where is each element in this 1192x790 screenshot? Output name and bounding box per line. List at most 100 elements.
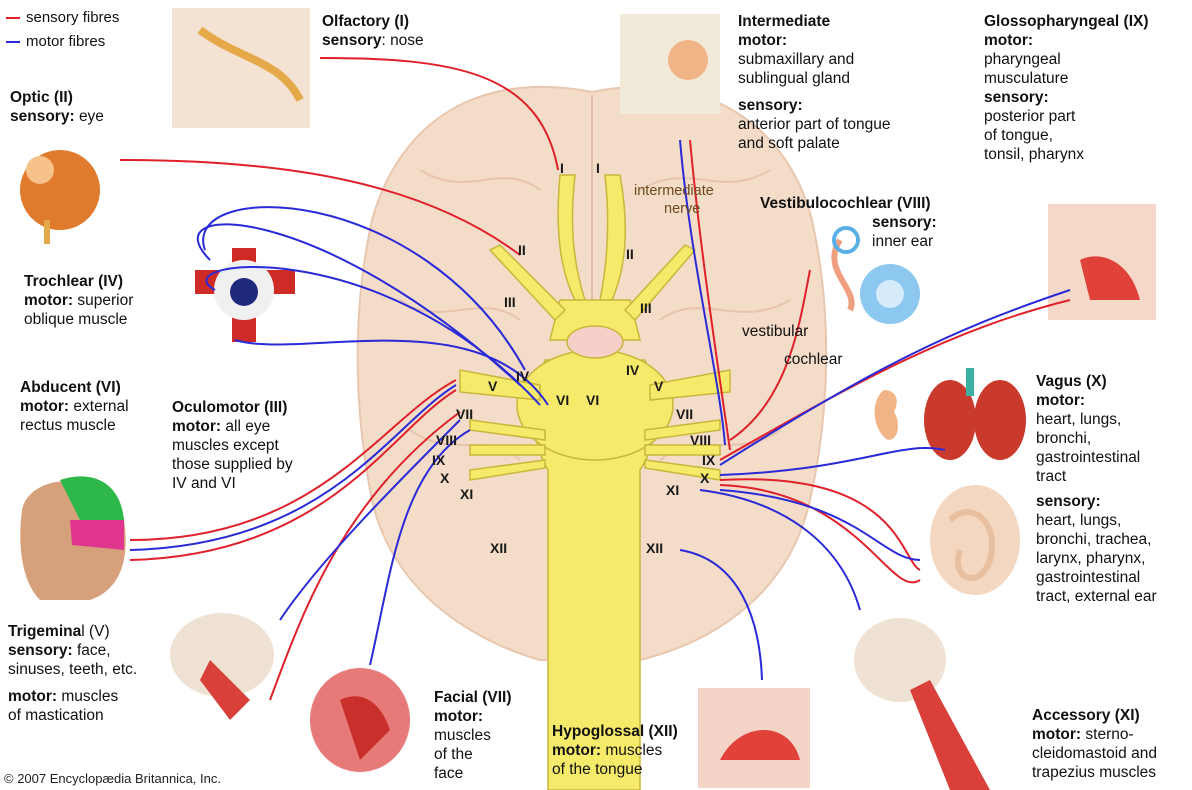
glossopharyngeal-sensory-desc3: tonsil, pharynx [984,146,1084,163]
numeral-I-right: I [596,160,600,176]
hypoglossal-title: Hypoglossal (XII) [552,723,678,740]
trigeminal-sensory-desc1: face, [77,642,111,659]
trochlear-label: Trochlear (IV) motor: superior oblique m… [24,272,133,329]
oculomotor-kind: motor: [172,418,221,435]
abducent-label: Abducent (VI) motor: external rectus mus… [20,378,129,435]
accessory-desc2: cleidomastoid and [1032,745,1157,762]
facial-label: Facial (VII) motor: muscles of the face [434,688,512,783]
optic-desc: eye [79,108,104,125]
accessory-title: Accessory (XI) [1032,707,1140,724]
hypoglossal-label: Hypoglossal (XII) motor: muscles of the … [552,722,678,779]
trigeminal-title-b: l (V) [81,623,109,640]
intermediate-sensory-desc1: anterior part of tongue [738,116,891,133]
vestibular-branch-label: vestibular [742,322,808,341]
glossopharyngeal-title: Glossopharyngeal (IX) [984,13,1149,30]
numeral-III-left: III [504,294,516,310]
abducent-desc1: external [73,398,128,415]
intermediate-title1: Intermediate [738,13,830,30]
glossopharyngeal-sensory: sensory: [984,89,1049,106]
head-face-zones-icon [20,476,125,600]
vestibulocochlear-title: Vestibulocochlear (VIII) [760,195,931,212]
trigeminal-motor-desc2: of mastication [8,707,104,724]
legend-item-sensory: sensory fibres [6,6,119,30]
numeral-I-left: I [560,160,564,176]
numeral-XI-right: XI [666,482,679,498]
trigeminal-title-a: Trigemina [8,623,81,640]
numeral-IX-left: IX [432,452,445,468]
intermediate-nerve-branch-label: intermediate nerve [634,182,714,218]
olfactory-kind: sensory [322,32,381,49]
vagus-sensory: sensory: [1036,493,1101,510]
eyeball-icon [20,150,100,244]
numeral-V-right: V [654,378,663,394]
ear-icon [875,390,898,440]
copyright-notice: © 2007 Encyclopædia Britannica, Inc. [4,771,221,786]
vagus-sensory-desc2: bronchi, trachea, [1036,531,1151,548]
vagus-title: Vagus (X) [1036,373,1107,390]
intermediate-title2: motor: [738,32,787,49]
glossopharyngeal-motor-desc2: musculature [984,70,1068,87]
trigeminal-motor-desc1: muscles [61,688,118,705]
motor-swatch [6,41,20,43]
facial-motor: motor: [434,708,483,725]
accessory-label: Accessory (XI) motor: sterno- cleidomast… [1032,706,1157,782]
vagus-motor-desc2: bronchi, [1036,430,1091,447]
vagus-sensory-desc1: heart, lungs, [1036,512,1121,529]
face-muscles-icon [310,668,410,772]
accessory-motor: motor: [1032,726,1081,743]
nose-cross-section-icon [172,8,310,128]
numeral-VI-left: VI [556,392,569,408]
legend-item-motor: motor fibres [6,30,119,54]
hypoglossal-desc2: of the tongue [552,761,643,778]
numeral-IV-left: IV [516,368,529,384]
numeral-VII-right: VII [676,406,693,422]
oculomotor-desc2: muscles except [172,437,279,454]
hypoglossal-desc1: muscles [605,742,662,759]
vagus-motor-desc4: tract [1036,468,1066,485]
vestibulocochlear-label: Vestibulocochlear (VIII) sensory: inner … [760,194,937,251]
facial-desc1: muscles [434,727,491,744]
vagus-motor-desc3: gastrointestinal [1036,449,1140,466]
legend: sensory fibres motor fibres [6,6,119,54]
numeral-XI-left: XI [460,486,473,502]
numeral-X-left: X [440,470,449,486]
facial-title: Facial (VII) [434,689,512,706]
intermediate-motor-desc2: sublingual gland [738,70,850,87]
numeral-XII-right: XII [646,540,663,556]
heart-lungs-icon [924,368,1026,460]
glossopharyngeal-sensory-desc2: of tongue, [984,127,1053,144]
trochlear-kind: motor: [24,292,73,309]
numeral-III-right: III [640,300,652,316]
intermediate-nerve-text1: intermediate [634,183,714,199]
salivary-glands-icon [620,14,720,114]
trochlear-desc1: superior [77,292,133,309]
optic-title: Optic (II) [10,89,73,106]
glossopharyngeal-sensory-desc1: posterior part [984,108,1075,125]
abducent-kind: motor: [20,398,69,415]
trigeminal-sensory: sensory: [8,642,73,659]
oculomotor-title: Oculomotor (III) [172,399,287,416]
numeral-VII-left: VII [456,406,473,422]
numeral-VIII-left: VIII [436,432,457,448]
skull-masticatory-icon [170,613,274,720]
vagus-sensory-desc3: larynx, pharynx, [1036,550,1145,567]
glossopharyngeal-label: Glossopharyngeal (IX) motor: pharyngeal … [984,12,1149,164]
oculomotor-label: Oculomotor (III) motor: all eye muscles … [172,398,293,493]
glossopharyngeal-motor: motor: [984,32,1033,49]
vagus-motor-desc1: heart, lungs, [1036,411,1121,428]
optic-label: Optic (II) sensory: eye [10,88,104,126]
oculomotor-desc3: those supplied by [172,456,293,473]
vagus-sensory-desc4: gastrointestinal [1036,569,1140,586]
numeral-VIII-right: VIII [690,432,711,448]
intermediate-nerve-text2: nerve [634,201,700,217]
oculomotor-desc1: all eye [225,418,270,435]
trigeminal-motor: motor: [8,688,57,705]
numeral-V-left: V [488,378,497,394]
facial-desc2: of the [434,746,473,763]
legend-sensory-label: sensory fibres [26,6,119,30]
trochlear-desc2: oblique muscle [24,311,127,328]
numeral-II-left: II [518,242,526,258]
olfactory-desc: : nose [381,32,423,49]
intermediate-label: Intermediate motor: submaxillary and sub… [738,12,891,153]
accessory-desc1: sterno- [1085,726,1133,743]
